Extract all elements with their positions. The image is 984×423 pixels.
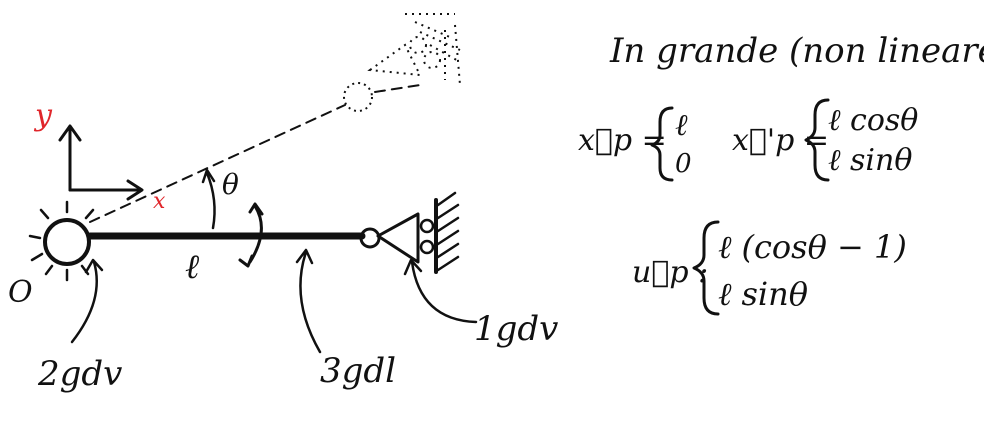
dof-roller-label: 1gdv <box>474 309 558 349</box>
rotated-support-dotted <box>367 13 461 86</box>
rotated-beam-dashed-tip <box>374 84 421 93</box>
xp-row1: ℓ <box>675 108 688 143</box>
xpp-lhs: x⃗'p = <box>732 123 829 158</box>
pointer-beam <box>295 248 322 354</box>
dof-beam-label: 3gdl <box>320 351 396 391</box>
up-lhs: u⃗p : <box>632 255 708 290</box>
length-label: ℓ <box>185 247 199 287</box>
x-axis-arrow <box>68 179 144 201</box>
y-axis-arrow <box>58 124 82 192</box>
axis-x-label: x <box>153 189 166 214</box>
notes-title: In grande (non lineare) <box>609 31 984 71</box>
hinge-support <box>28 200 95 282</box>
up-row2: ℓ sinθ <box>718 275 808 313</box>
xp-row2: 0 <box>675 149 692 179</box>
xpp-brace <box>804 98 830 182</box>
notes: In grande (non lineare) x⃗p = ℓ 0 x⃗'p =… <box>578 31 984 316</box>
mechanism-drawing: y x O θ ℓ <box>8 13 558 394</box>
rotated-beam-dashed <box>89 104 346 223</box>
xp-lhs: x⃗p = <box>578 123 667 158</box>
theta-arc <box>201 168 216 230</box>
pointer-roller <box>403 258 478 324</box>
up-row1: ℓ (cosθ − 1) <box>718 228 907 266</box>
up-brace <box>692 220 720 316</box>
pointer-hinge <box>70 258 104 344</box>
origin-label: O <box>8 275 33 310</box>
rotated-hinge-dotted <box>343 82 373 112</box>
axes: y x <box>33 98 166 214</box>
xp-brace <box>650 106 674 182</box>
axis-y-label: y <box>33 98 53 133</box>
xpp-row2: ℓ sinθ <box>828 143 912 178</box>
roller-support <box>359 191 460 274</box>
xpp-row1: ℓ cosθ <box>828 103 918 138</box>
theta-label: θ <box>222 168 239 201</box>
rotation-arrow <box>238 202 264 268</box>
dof-hinge-label: 2gdv <box>37 354 122 394</box>
